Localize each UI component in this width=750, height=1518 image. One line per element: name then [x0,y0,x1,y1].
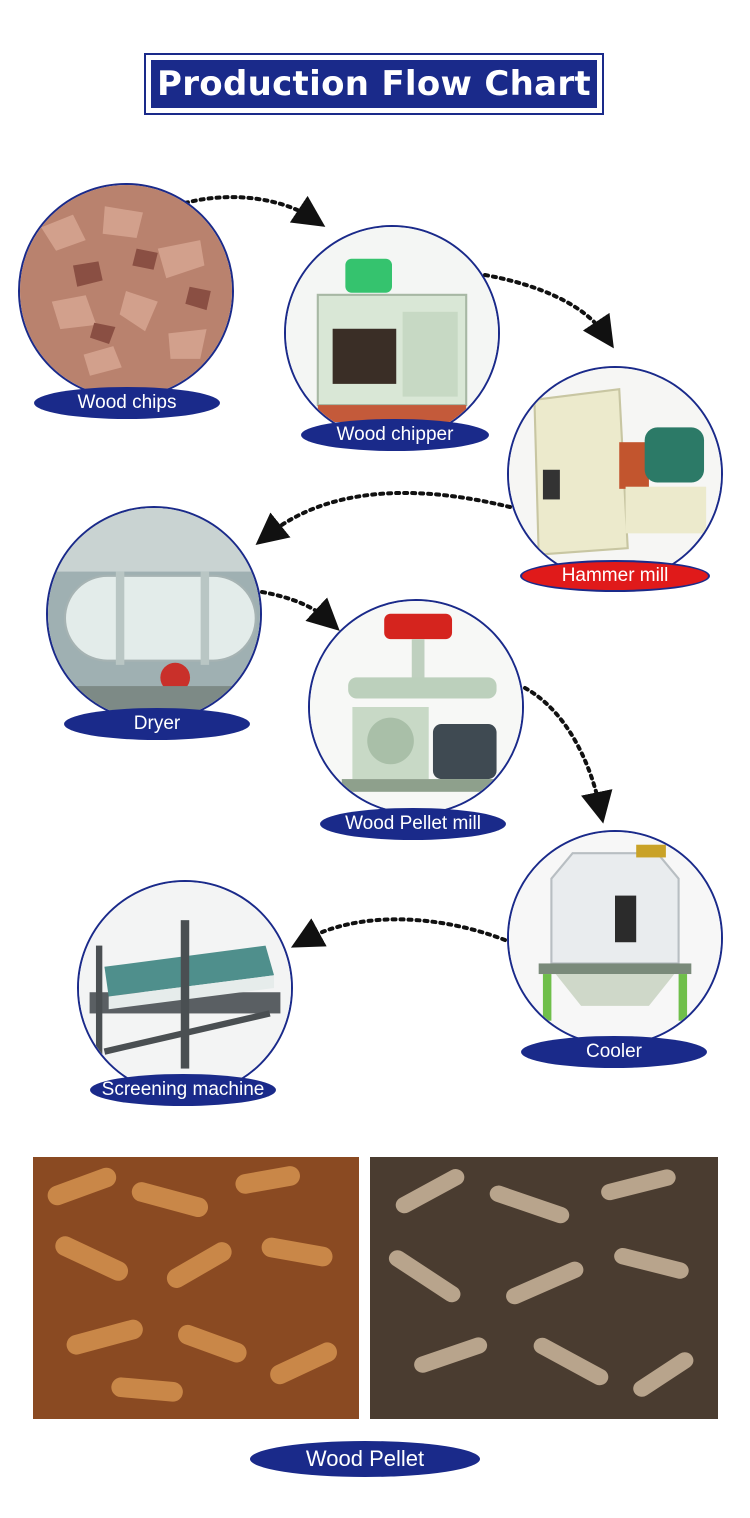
pellet-mill-photo [308,599,524,815]
label-screening-machine: Screening machine [90,1074,276,1106]
label-wood-chips: Wood chips [34,387,220,419]
wood-chipper-photo [284,225,500,441]
label-wood-pellet: Wood Pellet [250,1441,480,1477]
page-title: Production Flow Chart [157,64,591,104]
title-banner: Production Flow Chart [144,53,604,115]
label-cooler: Cooler [521,1036,707,1068]
arrow-hammer-to-dryer [255,490,512,546]
label-pellet-mill: Wood Pellet mill [320,808,506,840]
cooler-photo [507,830,723,1046]
label-dryer: Dryer [64,708,250,740]
wood-pellet-photo-left [33,1157,359,1419]
dryer-photo [46,506,262,722]
arrow-chips-to-chipper [183,195,326,227]
arrow-pelletmill-to-cooler [523,686,613,824]
screening-machine-photo [77,880,293,1096]
label-hammer-mill: Hammer mill [520,560,710,592]
arrow-dryer-to-pelletmill [260,590,340,631]
wood-pellet-photo-right [370,1157,718,1419]
arrow-chipper-to-hammer [483,273,614,349]
wood-chips-photo [18,183,234,399]
hammer-mill-photo [507,366,723,582]
title-banner-fill: Production Flow Chart [151,60,597,108]
arrow-cooler-to-screening [290,917,507,948]
label-wood-chipper: Wood chipper [301,419,489,451]
